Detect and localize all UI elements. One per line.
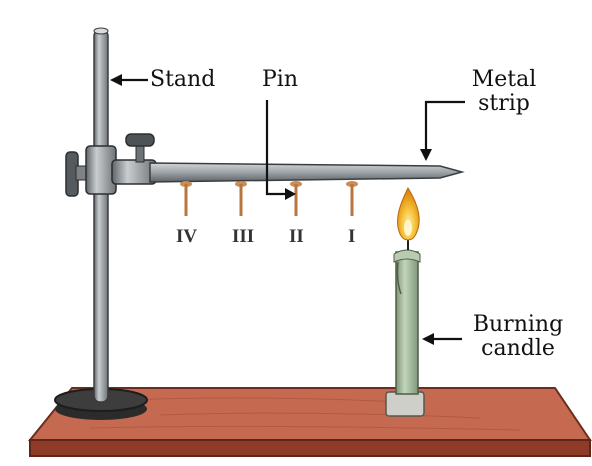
pin-label-iii: III bbox=[232, 226, 255, 247]
stand-rod bbox=[93, 27, 109, 403]
pointer-lines bbox=[110, 74, 465, 345]
clamp bbox=[65, 133, 157, 197]
flame bbox=[397, 186, 420, 241]
burning-candle-label-line1: Burning bbox=[472, 312, 564, 337]
pin-label-iv: IV bbox=[176, 226, 198, 247]
metal-strip bbox=[149, 162, 465, 183]
pin-iv bbox=[180, 181, 192, 216]
burning-candle-label-line2: candle bbox=[481, 336, 555, 361]
base-board bbox=[27, 387, 592, 457]
metal-strip-label: Metal strip bbox=[466, 68, 542, 116]
candle bbox=[385, 236, 425, 417]
stand-label: Stand bbox=[150, 67, 216, 92]
pin-label-ii: II bbox=[289, 226, 304, 247]
pin-iii bbox=[235, 181, 247, 216]
pins bbox=[180, 181, 358, 216]
pin-label-i: I bbox=[348, 226, 356, 247]
pin-ii bbox=[290, 181, 302, 216]
metal-strip-label-line2: strip bbox=[478, 91, 530, 116]
burning-candle-label: Burning candle bbox=[462, 313, 574, 361]
pin-i bbox=[346, 181, 358, 216]
metal-strip-label-line1: Metal bbox=[471, 67, 537, 92]
pin-label: Pin bbox=[262, 67, 299, 92]
